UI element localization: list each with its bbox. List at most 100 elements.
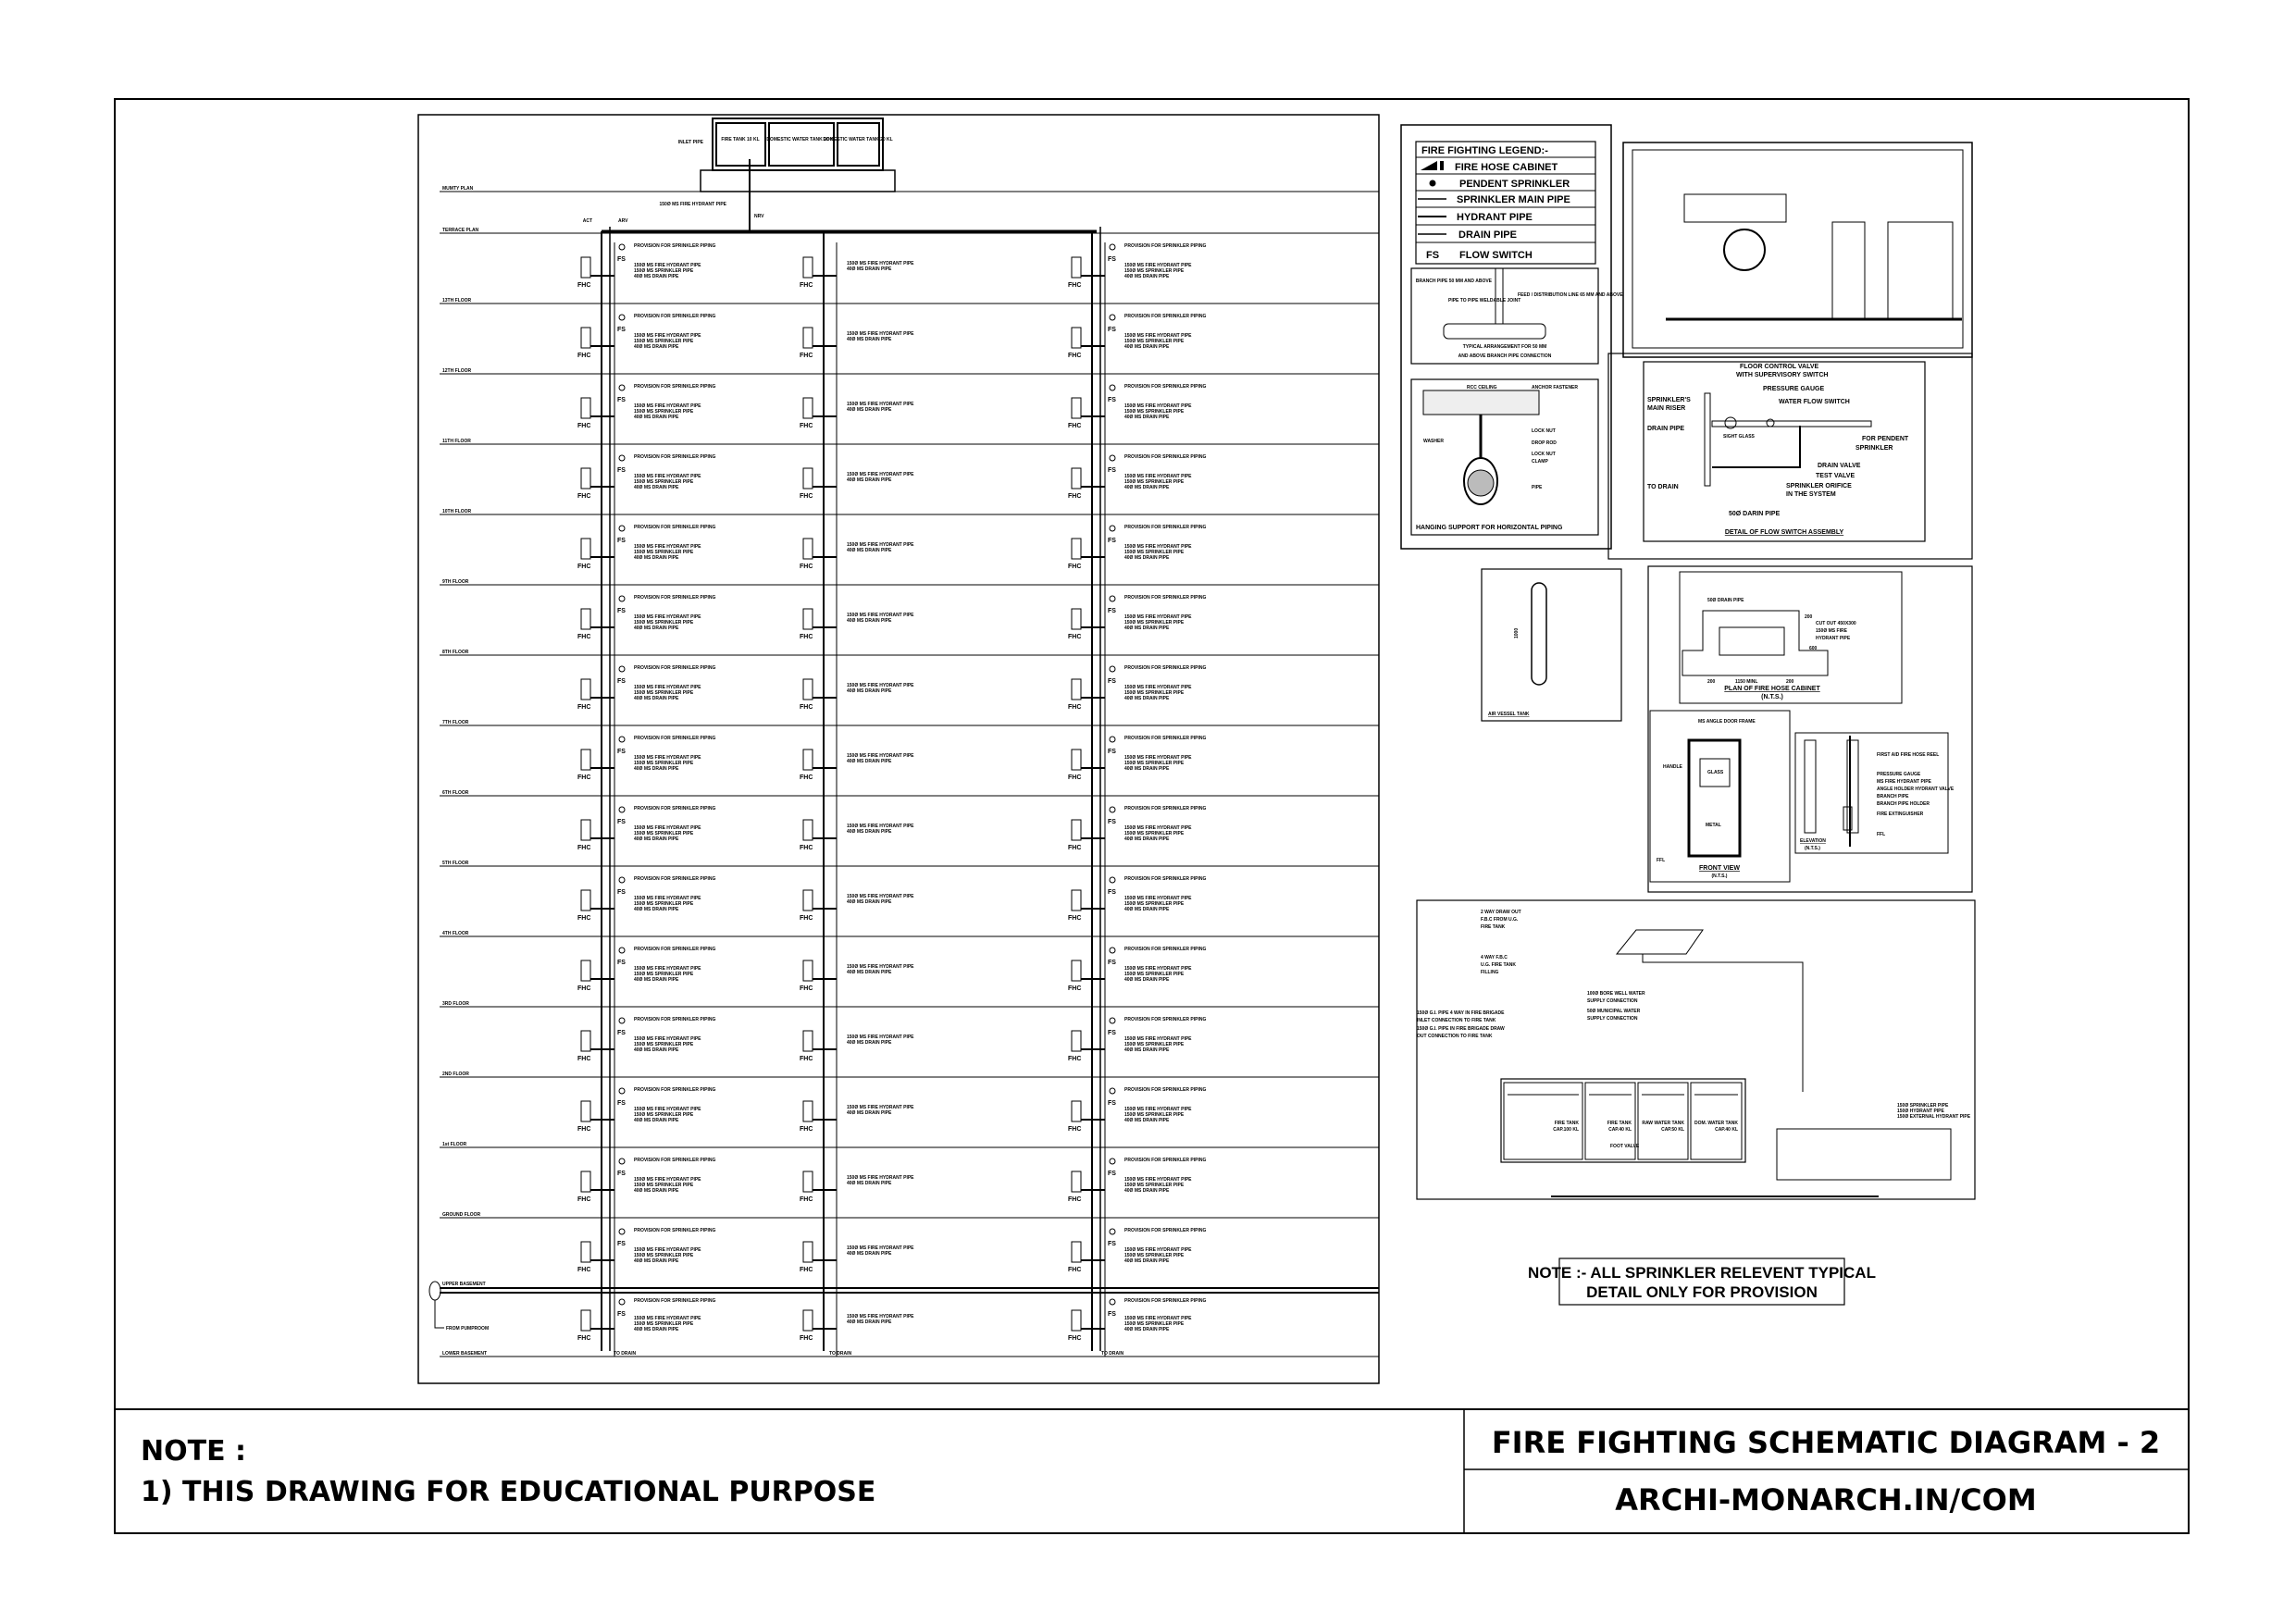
fhc-label: FHC [1068,985,1081,992]
cabinet-recess [1719,626,1785,656]
floor-label: 11TH FLOOR [442,439,471,444]
fs-label: FS [617,397,626,403]
branch-label: PROVISION FOR SPRINKLER PIPING [1124,525,1206,530]
branch-label: 150Ø MS FIRE HYDRANT PIPE [634,403,701,409]
branch-label: PROVISION FOR SPRINKLER PIPING [634,736,715,741]
branch-label: 150Ø MS FIRE HYDRANT PIPE [634,1247,701,1253]
ug-tank-cap: CAP.50 KL [1661,1127,1684,1133]
branch-label: PROVISION FOR SPRINKLER PIPING [634,1158,715,1163]
fire-hose-cabinet-icon [802,1309,813,1332]
pendent-sprinkler-icon [1109,736,1116,743]
note-line: 1) THIS DRAWING FOR EDUCATIONAL PURPOSE [141,1476,875,1508]
fhc-label: FHC [1068,564,1081,570]
fhc-label: FHC [800,774,813,781]
cabinet-door [1687,738,1742,858]
ug-tank-cap: CAP.40 KL [1715,1127,1738,1133]
flow-caption: DETAIL OF FLOW SWITCH ASSEMBLY [1725,529,1844,536]
pipe [1467,469,1495,497]
fs-label: FS [1108,819,1116,825]
branch-label: PROVISION FOR SPRINKLER PIPING [634,314,715,319]
branch-label: PROVISION FOR SPRINKLER PIPING [1124,1298,1206,1304]
branch-label: PROVISION FOR SPRINKLER PIPING [634,595,715,601]
fhc-label: FHC [577,282,590,289]
branch-label: 40Ø MS DRAIN PIPE [847,829,892,835]
cabinet-wall [1682,610,1829,676]
tank-schematic-label: FIRE TANK [1481,924,1506,930]
elevation-label: ANGLE HOLDER HYDRANT VALVE [1877,787,1955,792]
branch-label: PROVISION FOR SPRINKLER PIPING [634,806,715,812]
control-valve-icon [1724,416,1737,429]
ug-tank [1584,1082,1636,1160]
to-drain-label: TO DRAIN [614,1351,636,1357]
flow-label: 50Ø DARIN PIPE [1729,511,1781,517]
branch-label: 150Ø MS SPRINKLER PIPE [1124,1253,1185,1258]
branch-label: 40Ø MS DRAIN PIPE [847,1181,892,1186]
fhc-label: FHC [577,564,590,570]
branch-label: 150Ø MS SPRINKLER PIPE [634,620,694,626]
flow-label: SPRINKLER'S [1647,397,1691,403]
fire-hose-cabinet-icon [1071,678,1082,700]
fire-hose-cabinet-icon [1071,397,1082,419]
fs-label: FS [617,467,626,474]
branch-label: 150Ø MS SPRINKLER PIPE [1124,1321,1185,1327]
fs-label: FS [1108,678,1116,685]
fire-hose-cabinet-icon [802,1100,813,1122]
branch-label: PROVISION FOR SPRINKLER PIPING [1124,243,1206,249]
floor-label: GROUND FLOOR [442,1212,480,1218]
domestic-tank-2 [837,122,880,167]
fhc-label: FHC [577,1267,590,1273]
pendent-sprinkler-icon [1109,314,1116,321]
branch-label: 150Ø MS SPRINKLER PIPE [634,268,694,274]
flow-label: WITH SUPERVISORY SWITCH [1736,372,1828,378]
branch-label: PROVISION FOR SPRINKLER PIPING [634,947,715,952]
floor-label: 10TH FLOOR [442,509,472,514]
fhc-label: FHC [800,1056,813,1062]
pipe-clamp [1463,457,1498,505]
fire-hose-cabinet-icon [802,608,813,630]
fire-hose-cabinet-icon [802,467,813,489]
branch-label: 40Ø MS DRAIN PIPE [1124,485,1170,490]
fire-hose-cabinet-icon [580,1309,591,1332]
air-vessel-detail: 1000 AIR VESSEL TANK [1481,568,1622,722]
branch-label: 150Ø MS SPRINKLER PIPE [634,1112,694,1118]
fhc-label: FHC [1068,915,1081,922]
pendent-sprinkler-icon [618,314,626,321]
fs-label: FS [617,819,626,825]
fhc-label: FHC [1068,1126,1081,1133]
fhc-label: FHC [577,915,590,922]
fire-hose-cabinet-icon [802,678,813,700]
elevation-label: MS FIRE HYDRANT PIPE [1877,779,1932,785]
tank-schematic-label: 150Ø G.I. PIPE IN FIRE BRIGADE DRAW [1417,1026,1505,1032]
branch-label: 40Ø MS DRAIN PIPE [1124,1188,1170,1194]
schematic-frame [417,114,1380,1384]
fire-hose-cabinet-icon [1071,538,1082,560]
branch-label: 40Ø MS DRAIN PIPE [634,1047,679,1053]
tank-schematic-label: INLET CONNECTION TO FIRE TANK [1417,1018,1496,1023]
nrv-label: NRV [754,214,764,219]
pump-room-detail [1622,142,1973,358]
flow-switch-detail: FLOOR CONTROL VALVE WITH SUPERVISORY SWI… [1607,353,1973,560]
pendent-sprinkler-icon [1109,1087,1116,1095]
fire-hose-cabinet-details: 50Ø DRAIN PIPE 200 CUT OUT 450X300 150Ø … [1647,565,1973,893]
branch-label: PROVISION FOR SPRINKLER PIPING [1124,1158,1206,1163]
branch-label: 150Ø MS FIRE HYDRANT PIPE [847,402,914,407]
branch-label: PROVISION FOR SPRINKLER PIPING [634,243,715,249]
fire-hose-cabinet-icon [1071,819,1082,841]
branch-label: PROVISION FOR SPRINKLER PIPING [634,454,715,460]
fire-hose-cabinet-icon [802,960,813,982]
branch-label: 150Ø MS FIRE HYDRANT PIPE [1124,1247,1192,1253]
pendent-sprinkler-icon [1109,665,1116,673]
pendent-sprinkler-icon [1109,243,1116,251]
branch-label: 150Ø MS FIRE HYDRANT PIPE [634,966,701,972]
branch-label: 150Ø MS FIRE HYDRANT PIPE [634,333,701,339]
branch-label: 40Ø MS DRAIN PIPE [847,970,892,975]
branch-label: 150Ø MS SPRINKLER PIPE [634,972,694,977]
riser-box [1887,221,1954,320]
flow-switch-panel [1607,353,1973,560]
elevation-label: FIRST AID FIRE HOSE REEL [1877,752,1939,758]
branch-label: 150Ø MS FIRE HYDRANT PIPE [634,1036,701,1042]
branch-label: 150Ø MS SPRINKLER PIPE [634,1321,694,1327]
branch-label: PROVISION FOR SPRINKLER PIPING [1124,454,1206,460]
elevation-label: BRANCH PIPE HOLDER [1877,801,1930,807]
cabinet-glass [1699,758,1731,787]
